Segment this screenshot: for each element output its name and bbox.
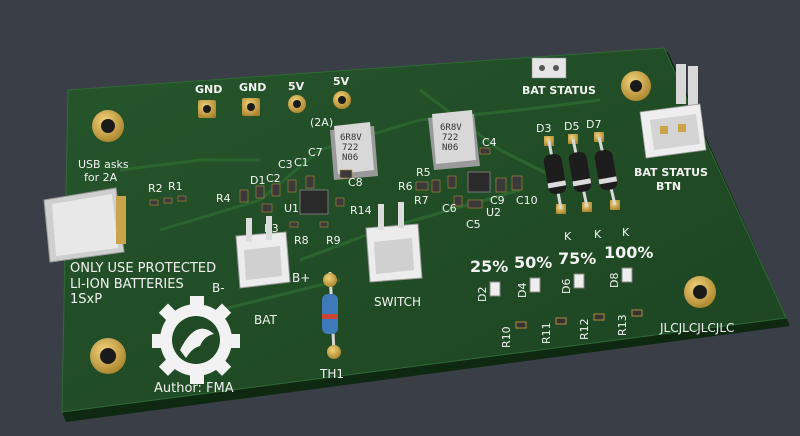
ref-c5: C5 [466,218,481,231]
gear-logo-icon: V1 [152,296,240,384]
led-ref-d2: D2 [476,287,489,302]
diode-ref-d5: D5 [564,120,579,133]
ref-c7: C7 [308,146,323,159]
ref-r1: R1 [168,180,183,193]
ref-r5: R5 [416,166,431,179]
led-ref-d6: D6 [560,279,573,294]
test-pad-label-3: 5V [288,80,305,93]
ref-c1: C1 [294,156,309,169]
pcb-board [61,47,787,413]
ic-u1 [299,189,329,215]
diodes: D3 D5 D7 K K K [536,118,630,243]
ref-r14: R14 [350,204,372,217]
usb-c-connector: USB asks for 2A [43,158,129,263]
usb-note-line-1: USB asks [78,158,129,171]
inductor-l2-mark-1: 6R8V [440,123,462,133]
diode-d3 [543,136,567,214]
warning-text: ONLY USE PROTECTED LI-ION BATTERIES 1SxP [70,261,216,307]
led-d8 [621,267,633,283]
cathode-mark-3: K [622,226,630,239]
warning-line-1: ONLY USE PROTECTED [70,261,216,276]
current-note: (2A) [310,116,333,129]
bat-minus-label: B- [212,281,225,295]
test-pads: GND GND 5V 5V (2A) [195,75,351,129]
inductor-l1: 6R8V 722 N06 [330,122,378,180]
ref-c9: C9 [490,194,505,207]
bat-connector: B- B+ BAT [212,216,310,327]
led-d4 [529,277,541,293]
ref-c4: C4 [482,136,497,149]
led-d6 [573,273,585,289]
test-pad-label-1: GND [195,83,222,96]
ref-u2: U2 [486,206,501,219]
bat-status-btn-label-1: BAT STATUS [634,166,708,179]
inductor-l1-mark-1: 6R8V [340,133,362,143]
bat-status-label: BAT STATUS [522,84,596,97]
bat-status-header: BAT STATUS [522,57,596,97]
ref-c10: C10 [516,194,538,207]
ref-r8: R8 [294,234,309,247]
test-pad-label-4: 5V [333,75,350,88]
thermistor-label: TH1 [319,367,344,381]
diode-ref-d7: D7 [586,118,601,131]
mounting-holes [90,71,716,374]
inductor-l1-mark-3: N06 [342,153,358,163]
switch-connector: SWITCH [365,202,423,309]
thermistor-th1: TH1 [319,271,344,381]
led-level-75: 75% [558,249,596,268]
fab-text: JLCJLCJLCJLC [659,321,734,335]
bat-label: BAT [254,313,278,327]
led-level-100: 100% [604,243,653,262]
inductor-l1-mark-2: 722 [342,143,358,153]
led-ref-d4: D4 [516,283,529,298]
diode-ref-d3: D3 [536,122,551,135]
resistor-ref-r13: R13 [616,314,629,336]
ref-r9: R9 [326,234,341,247]
inductor-l2-mark-2: 722 [442,133,458,143]
ref-d1: D1 [250,174,265,187]
ref-u1: U1 [284,202,299,215]
diode-d5 [568,134,592,212]
cathode-mark-1: K [564,230,572,243]
leds: D2 D4 D6 D8 [476,267,633,302]
ref-r6: R6 [398,180,413,193]
led-level-labels: 25% 50% 75% 100% [470,243,653,276]
ic-u2 [467,171,491,193]
resistor-ref-r12: R12 [578,318,591,340]
led-d2 [489,281,501,297]
bat-status-button-header: BAT STATUS BTN [634,64,708,193]
ref-c8: C8 [348,176,363,189]
led-ref-d8: D8 [608,273,621,288]
test-pad-label-2: GND [239,81,266,94]
inductor-l2-mark-3: N06 [442,143,458,153]
resistor-ref-r10: R10 [500,326,513,348]
warning-line-2: LI-ION BATTERIES [70,277,184,292]
warning-line-3: 1SxP [70,292,102,307]
usb-note-line-2: for 2A [84,171,118,184]
ref-r4: R4 [216,192,231,205]
bat-plus-label: B+ [292,271,310,285]
led-level-50: 50% [514,253,552,272]
ref-c2: C2 [266,172,281,185]
ref-r7: R7 [414,194,429,207]
logo-version: V1 [186,364,201,377]
cathode-mark-2: K [594,228,602,241]
led-resistors: R10 R11 R12 R13 [500,309,643,348]
smd-components [149,147,523,228]
ref-c3: C3 [278,158,293,171]
author-text: Author: FMA [154,381,234,396]
switch-label: SWITCH [374,295,421,309]
diode-d7 [594,132,620,210]
ref-c6: C6 [442,202,457,215]
inductor-l2: 6R8V 722 N06 [428,110,480,170]
resistor-ref-r11: R11 [540,322,553,344]
bat-status-btn-label-2: BTN [656,180,681,193]
ref-r2: R2 [148,182,163,195]
led-level-25: 25% [470,257,508,276]
